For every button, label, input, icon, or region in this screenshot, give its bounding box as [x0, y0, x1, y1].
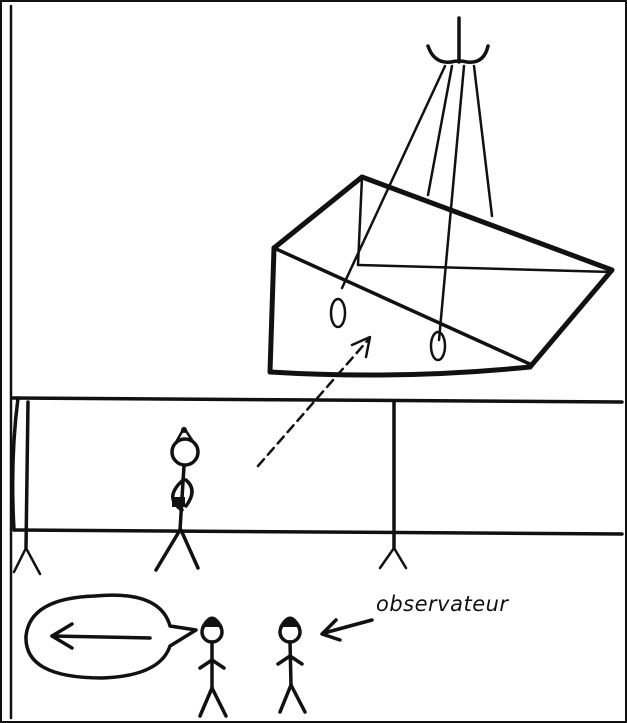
speech-bubble [26, 595, 196, 678]
porthole-right [431, 332, 445, 360]
suspended-boat [270, 177, 612, 375]
crane-hook [428, 18, 488, 62]
observer-pointer-arrow [322, 620, 372, 640]
left-arrow [52, 636, 150, 638]
porthole-left [331, 299, 345, 327]
observer-two [278, 617, 305, 713]
wall-structure [12, 398, 622, 574]
observer-label: observateur [376, 592, 509, 616]
observer-one [200, 617, 226, 717]
lifting-cables [342, 66, 492, 340]
person-on-wall [156, 427, 198, 570]
